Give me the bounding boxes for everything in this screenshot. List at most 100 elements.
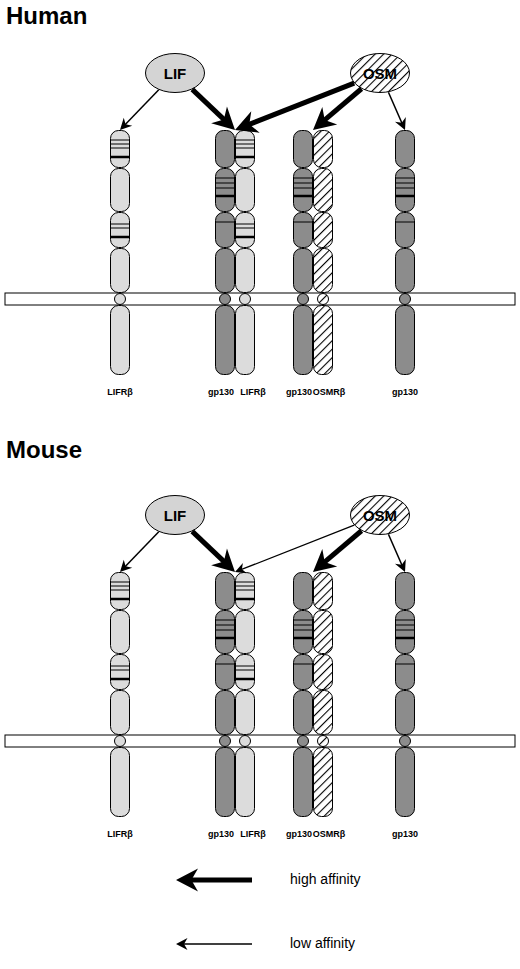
receptor-name: gp130: [286, 829, 312, 839]
arrow-shaft: [192, 531, 225, 563]
legend-sample: [176, 869, 252, 892]
legend-arrow-shaft: [189, 878, 252, 883]
receptor-domain: [111, 691, 130, 735]
node-outline: [395, 572, 415, 817]
receptor-domain: [294, 611, 313, 654]
domain-stripe: [396, 188, 414, 189]
receptor-domain: [216, 306, 235, 375]
node-outline: [215, 572, 235, 817]
arrow-shaft: [192, 89, 225, 121]
domain-stripe: [294, 630, 312, 631]
legend-group: [176, 869, 252, 950]
arrow-head: [395, 559, 406, 572]
arrow-head: [120, 560, 132, 572]
receptor-domain: [396, 573, 415, 610]
receptor-domain: [396, 748, 415, 817]
domain-stripe: [216, 183, 234, 184]
domain-stripe: [111, 228, 129, 229]
receptor-domain: [294, 691, 313, 735]
receptor-domain: [396, 249, 415, 293]
receptor-domain: [216, 611, 235, 654]
cytokine-shape: [351, 54, 410, 93]
receptor-domain: [236, 169, 255, 212]
legend-text: low affinity: [290, 935, 355, 951]
receptor-domain: [314, 611, 333, 654]
membrane-band: [5, 735, 515, 747]
domain-stripe: [236, 236, 254, 239]
domain-stripe: [216, 195, 234, 198]
receptor-domain: [111, 573, 130, 610]
receptor-domain: [294, 573, 313, 610]
domain-stripe: [396, 630, 414, 631]
transmembrane-knob: [240, 294, 251, 305]
domain-stripe: [236, 670, 254, 671]
receptor-domain: [216, 573, 235, 610]
cytokine-shape: [351, 496, 410, 535]
domain-stripe: [111, 678, 129, 681]
receptor-domain: [216, 748, 235, 817]
receptor-domain: [314, 691, 333, 735]
binding-arrow: [313, 89, 361, 130]
receptor-domain: [314, 169, 333, 212]
domain-stripe: [396, 222, 414, 223]
domain-stripe: [111, 148, 129, 149]
legend-arrow-head: [176, 938, 188, 950]
domain-stripe: [396, 637, 414, 640]
receptor-domain: [111, 611, 130, 654]
transmembrane-knob: [115, 736, 126, 747]
transmembrane-knob: [318, 294, 329, 305]
transmembrane-knob: [298, 294, 309, 305]
receptor-domain: [216, 131, 235, 168]
receptor-name: gp130: [392, 829, 418, 839]
arrow-shaft: [241, 525, 354, 570]
membrane-band: [5, 293, 515, 305]
domain-stripe: [294, 195, 312, 198]
domain-stripe: [396, 620, 414, 621]
arrow-head: [211, 107, 235, 130]
domain-stripe: [236, 156, 254, 159]
receptor-chain: OSMRβ: [313, 572, 333, 817]
domain-stripe: [111, 666, 129, 667]
domain-stripe: [396, 195, 414, 198]
domain-stripe: [236, 598, 254, 601]
domain-stripe: [236, 666, 254, 667]
receptor-chain: LIFRβ: [110, 572, 130, 817]
receptor-chain: gp130: [215, 130, 235, 375]
receptor-domain: [111, 748, 130, 817]
receptor-name: gp130: [208, 387, 234, 397]
receptor-domain: [111, 249, 130, 293]
receptor-domain: [396, 131, 415, 168]
legend-sample: [176, 938, 252, 950]
domain-stripe: [236, 144, 254, 145]
transmembrane-knob: [400, 294, 411, 305]
receptor-domain: [236, 249, 255, 293]
receptor-domain: [216, 691, 235, 735]
domain-stripe: [111, 156, 129, 159]
arrow-head: [313, 549, 337, 572]
domain-stripe: [111, 598, 129, 601]
panel-title: Human: [6, 2, 87, 30]
domain-stripe: [216, 625, 234, 626]
cytokine-ellipse: LIF: [145, 495, 205, 535]
domain-stripe: [236, 582, 254, 583]
binding-arrow: [313, 531, 361, 572]
domain-stripe: [216, 188, 234, 189]
receptor-domain: [236, 691, 255, 735]
domain-stripe: [216, 222, 234, 223]
receptor-domain: [111, 306, 130, 375]
domain-stripe: [294, 637, 312, 640]
binding-arrow: [235, 83, 354, 132]
domain-stripe: [294, 178, 312, 179]
receptor-domain: [396, 169, 415, 212]
arrow-head: [235, 563, 247, 573]
binding-arrow: [235, 525, 354, 573]
cytokine-shape: [146, 54, 205, 93]
domain-stripe: [216, 630, 234, 631]
arrow-shaft: [388, 92, 402, 123]
cytokine-ellipse: LIF: [145, 53, 205, 93]
arrow-head: [235, 111, 260, 132]
receptor-domain: [396, 213, 415, 248]
domain-stripe: [216, 178, 234, 179]
receptor-domain: [294, 131, 313, 168]
receptor-domain: [294, 655, 313, 690]
